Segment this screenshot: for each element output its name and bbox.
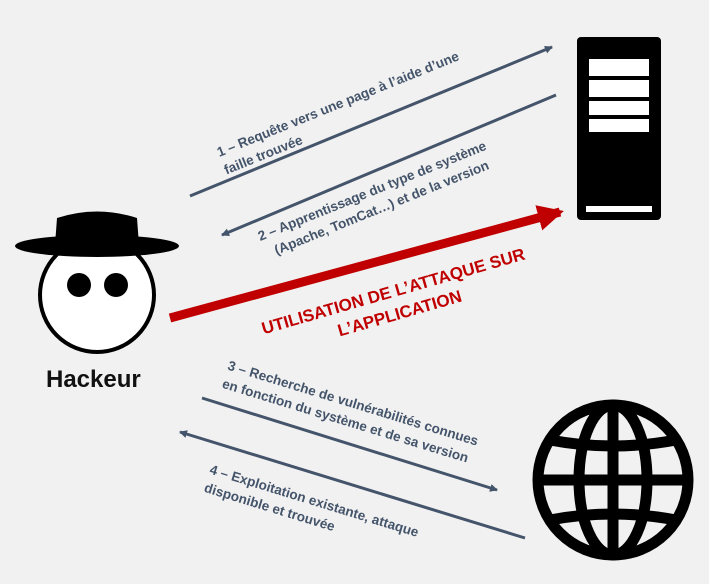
globe-icon: [532, 399, 694, 561]
server-tower-icon: [577, 37, 661, 220]
arrow-step1: [189, 45, 553, 198]
hacker-label: Hackeur: [46, 366, 141, 393]
arrow-step4: [179, 430, 526, 540]
arrow-step2: [221, 93, 557, 237]
arrow-step3: [201, 396, 498, 492]
hacker-icon: [15, 211, 179, 354]
arrow-attack: [168, 205, 564, 323]
